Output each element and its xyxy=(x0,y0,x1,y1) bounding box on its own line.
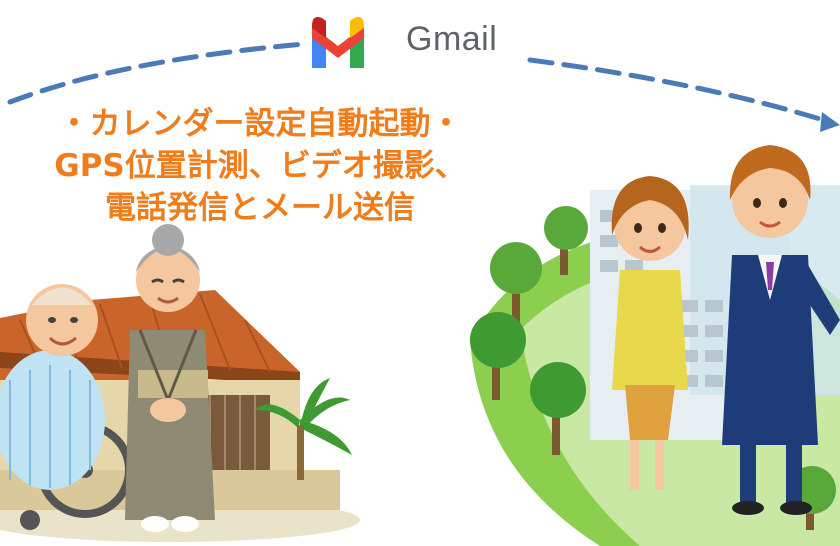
gmail-logo-icon xyxy=(312,17,364,68)
family-building-illustration xyxy=(470,145,840,546)
arrow-head-icon xyxy=(820,112,840,132)
caption-line-1: ・カレンダー設定自動起動・ xyxy=(58,106,462,142)
dashed-arrow-left xyxy=(7,41,308,105)
dashed-arrow-right xyxy=(527,57,833,125)
elderly-couple-house-illustration xyxy=(0,224,360,542)
caption-line-2: GPS位置計測、ビデオ撮影、 xyxy=(54,148,466,184)
caption-line-3: 電話発信とメール送信 xyxy=(105,190,415,226)
caption-text: ・カレンダー設定自動起動・ GPS位置計測、ビデオ撮影、 電話発信とメール送信 xyxy=(0,103,520,229)
gmail-label: Gmail xyxy=(406,20,498,58)
